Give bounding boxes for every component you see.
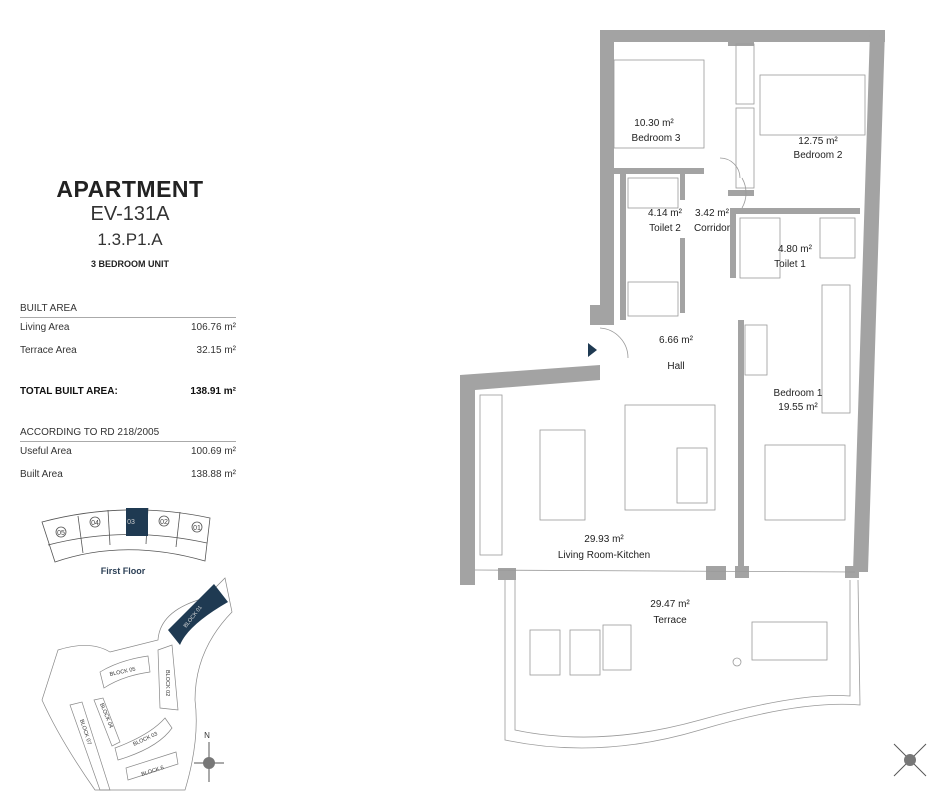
- row-label: Terrace Area: [20, 345, 77, 356]
- floor-key: 05 04 03 02 01: [41, 507, 211, 563]
- room-name: Bedroom 1: [774, 388, 823, 399]
- compass-icon: N: [194, 731, 224, 782]
- selected-unit-marker: [126, 508, 148, 536]
- location-key-map: 05 04 03 02 01 First Floor BLOCK 01 BLOC…: [41, 507, 233, 791]
- living-area-row: Living Area 106.76 m²: [20, 322, 236, 333]
- site-key: BLOCK 01 BLOCK 02 BLOCK 05 BLOCK 04 BLOC…: [41, 577, 233, 791]
- room-area: 6.66 m²: [659, 335, 694, 346]
- room-area: 3.42 m²: [695, 208, 730, 219]
- room-area: 29.93 m²: [584, 534, 624, 545]
- rd-heading: ACCORDING TO RD 218/2005: [20, 427, 236, 442]
- floor-label: First Floor: [101, 566, 146, 576]
- row-value: 32.15 m²: [196, 345, 236, 356]
- useful-area-row: Useful Area 100.69 m²: [20, 446, 236, 457]
- built-area-heading: BUILT AREA: [20, 303, 236, 318]
- north-label: N: [204, 731, 210, 740]
- apartment-reference: 1.3.P1.A: [97, 230, 163, 249]
- entrance-arrow-icon: [588, 343, 597, 357]
- room-area: 19.55 m²: [778, 402, 818, 413]
- row-label: Useful Area: [20, 446, 72, 457]
- row-label: Built Area: [20, 469, 63, 480]
- room-labels: 10.30 m² Bedroom 3 12.75 m² Bedroom 2 4.…: [558, 118, 843, 626]
- row-label: TOTAL BUILT AREA:: [20, 386, 118, 397]
- block-label: BLOCK 02: [164, 670, 170, 696]
- apartment-heading: APARTMENT: [56, 176, 204, 202]
- unit-label: 02: [160, 519, 168, 526]
- room-area: 4.14 m²: [648, 208, 683, 219]
- unit-type: 3 BEDROOM UNIT: [90, 259, 169, 269]
- room-name: Hall: [667, 361, 684, 372]
- walls: [460, 30, 885, 585]
- room-area: 29.47 m²: [650, 599, 690, 610]
- row-value: 138.91 m²: [190, 386, 236, 397]
- row-value: 106.76 m²: [190, 322, 236, 333]
- room-name: Terrace: [653, 615, 687, 626]
- unit-label: 04: [91, 520, 99, 527]
- rd-heading-text: ACCORDING TO RD 218/2005: [20, 427, 160, 438]
- built-area-heading-text: BUILT AREA: [20, 303, 77, 314]
- apartment-code: EV-131A: [90, 203, 170, 225]
- room-name: Toilet 1: [774, 259, 806, 270]
- unit-label: 01: [193, 525, 201, 532]
- room-name: Bedroom 3: [632, 133, 681, 144]
- block-label: BLOCK 05: [109, 667, 136, 678]
- unit-label: 03: [127, 519, 135, 526]
- room-area: 12.75 m²: [798, 136, 838, 147]
- rd-built-area-row: Built Area 138.88 m²: [20, 469, 236, 480]
- room-name: Living Room-Kitchen: [558, 550, 650, 561]
- unit-label: 05: [57, 530, 65, 537]
- room-name: Bedroom 2: [794, 150, 843, 161]
- room-name: Toilet 2: [649, 223, 681, 234]
- room-area: 4.80 m²: [778, 244, 813, 255]
- row-value: 100.69 m²: [190, 446, 236, 457]
- terrace-area-row: Terrace Area 32.15 m²: [20, 345, 236, 356]
- row-label: Living Area: [20, 322, 70, 333]
- room-name: Corridor: [694, 223, 731, 234]
- room-area: 10.30 m²: [634, 118, 674, 129]
- total-built-area-row: TOTAL BUILT AREA: 138.91 m²: [20, 386, 236, 397]
- interior-lines: [474, 43, 866, 749]
- plan-compass-icon: [893, 743, 927, 777]
- row-value: 138.88 m²: [190, 469, 236, 480]
